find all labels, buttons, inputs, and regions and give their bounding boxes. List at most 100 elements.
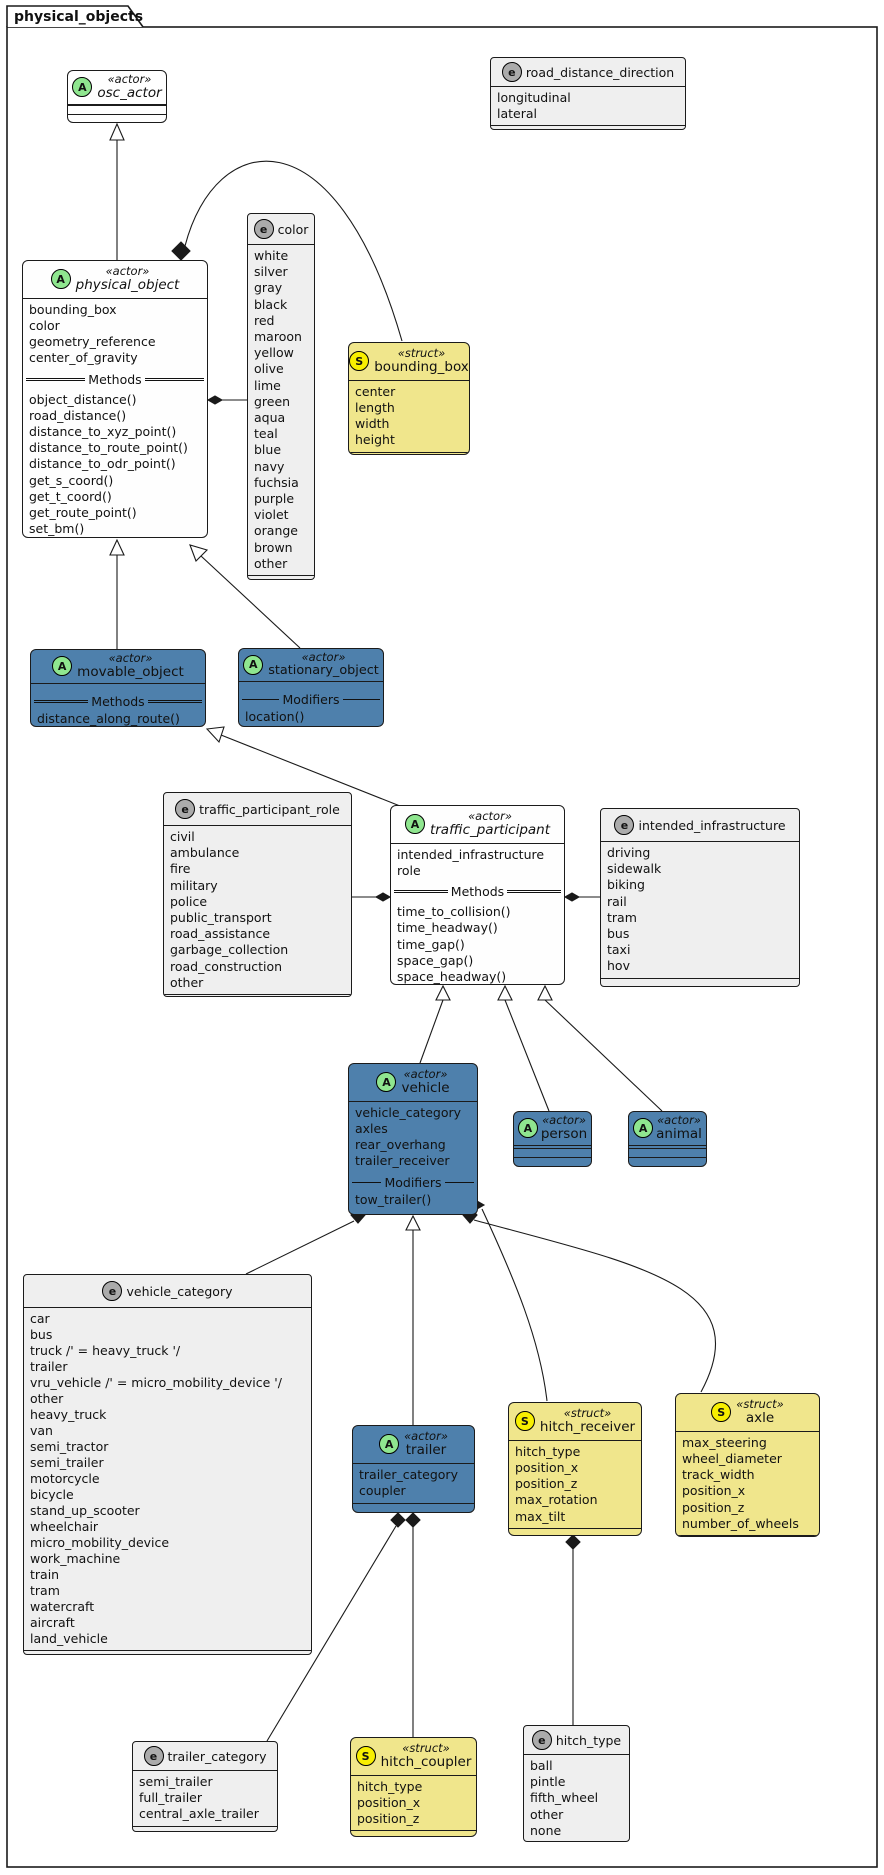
struct-name: hitch_receiver (539, 1419, 636, 1436)
member-item: get_route_point() (29, 504, 137, 520)
modifiers: tow_trailer() (349, 1192, 477, 1214)
class-name: person (540, 1126, 588, 1143)
empty-compartment (68, 113, 166, 122)
member-item: none (530, 1822, 562, 1838)
member-item: location() (245, 708, 305, 724)
stereotype: «actor» (404, 1429, 448, 1443)
actor-badge-icon: A (517, 1118, 538, 1139)
member-item: time_headway() (397, 920, 498, 936)
member-item: space_headway() (397, 968, 507, 984)
stereotype: «struct» (402, 1741, 450, 1755)
member-item: position_x (682, 1483, 746, 1499)
member-item: position_z (357, 1811, 420, 1827)
class-name: vehicle (401, 1080, 450, 1097)
member-item: micro_mobility_device (30, 1535, 170, 1550)
edge-trailer-to-hitch-coupler (405, 1512, 421, 1737)
member-item: wheel_diameter (682, 1450, 782, 1466)
member-item: position_x (357, 1794, 421, 1810)
member-item: aqua (254, 410, 286, 426)
member-item: road_construction (170, 958, 283, 974)
member-item: get_t_coord() (29, 488, 112, 504)
methods: object_distance()road_distance()distance… (23, 389, 207, 537)
member-item: semi_trailer (139, 1774, 213, 1789)
empty-compartment (164, 994, 351, 996)
member-item: longitudinal (497, 90, 571, 105)
edge-hitch-receiver-to-hitch-type (565, 1534, 581, 1725)
member-item: role (397, 862, 421, 878)
actor-badge-icon: A (50, 269, 71, 290)
struct-name: hitch_coupler (380, 1754, 472, 1771)
member-item: position_x (515, 1459, 579, 1475)
member-item: distance_to_odr_point() (29, 456, 176, 472)
member-item: yellow (254, 345, 294, 361)
struct-badge-icon: S (514, 1411, 535, 1432)
member-item: brown (254, 539, 293, 555)
member-item: set_bm() (29, 521, 85, 537)
enum-name: color (277, 221, 309, 237)
enum-name: intended_infrastructure (638, 817, 786, 833)
enum-badge-icon: e (175, 799, 196, 819)
member-item: center_of_gravity (29, 350, 138, 366)
actor-badge-icon: A (376, 1072, 397, 1093)
actor-badge-icon: A (633, 1118, 654, 1139)
member-item: violet (254, 507, 289, 523)
member-item: hitch_type (357, 1778, 423, 1794)
member-item: silver (254, 264, 288, 280)
stereotype: «struct» (397, 346, 446, 360)
class-person: A «actor» person (513, 1111, 592, 1167)
stereotype: «struct» (563, 1406, 612, 1420)
member-item: fuchsia (254, 474, 299, 490)
struct-name: axle (745, 1410, 775, 1427)
member-item: tram (607, 909, 637, 925)
empty-compartment (601, 977, 799, 986)
member-item: width (355, 416, 390, 432)
edge-movable-object-to-physical-object (109, 538, 125, 649)
member-item: orange (254, 523, 298, 539)
empty-compartment (514, 1148, 591, 1157)
member-item: lateral (497, 106, 537, 122)
member-item: length (355, 399, 395, 415)
member-item: track_width (682, 1467, 755, 1483)
class-animal: A «actor» animal (628, 1111, 707, 1167)
edge-traffic-participant-to-role (352, 892, 392, 902)
member-item: land_vehicle (30, 1631, 108, 1646)
empty-compartment (349, 451, 469, 454)
actor-badge-icon: A (52, 656, 73, 677)
member-item: semi_tractor (30, 1439, 109, 1454)
member-item: watercraft (30, 1599, 95, 1614)
member-item: trailer_receiver (355, 1153, 450, 1169)
member-item: stand_up_scooter (30, 1503, 140, 1518)
member-item: bus (607, 926, 630, 942)
member-item: truck /' = heavy_truck '/ (30, 1343, 181, 1358)
package-tab (6, 5, 144, 28)
member-item: biking (607, 877, 645, 893)
member-item: lime (254, 377, 281, 393)
empty-compartment (676, 1534, 819, 1536)
edge-vehicle-to-vehicle-category (245, 1206, 366, 1275)
actor-badge-icon: A (379, 1434, 400, 1455)
member-item: other (30, 1391, 64, 1406)
class-osc-actor: A «actor» osc_actor (67, 70, 167, 123)
member-item: rail (607, 893, 627, 909)
member-item: position_z (515, 1476, 578, 1492)
stereotype: «actor» (542, 1113, 586, 1127)
member-item: sidewalk (607, 861, 662, 877)
stereotype: «actor» (301, 650, 346, 664)
member-item: height (355, 432, 395, 448)
member-item: gray (254, 280, 283, 296)
member-item: maroon (254, 329, 302, 345)
member-item: heavy_truck (30, 1407, 107, 1422)
member-item: object_distance() (29, 391, 137, 407)
member-item: pintle (530, 1774, 566, 1790)
member-item: max_rotation (515, 1492, 598, 1508)
member-item: vru_vehicle /' = micro_mobility_device '… (30, 1375, 282, 1390)
member-item: max_steering (682, 1434, 767, 1450)
